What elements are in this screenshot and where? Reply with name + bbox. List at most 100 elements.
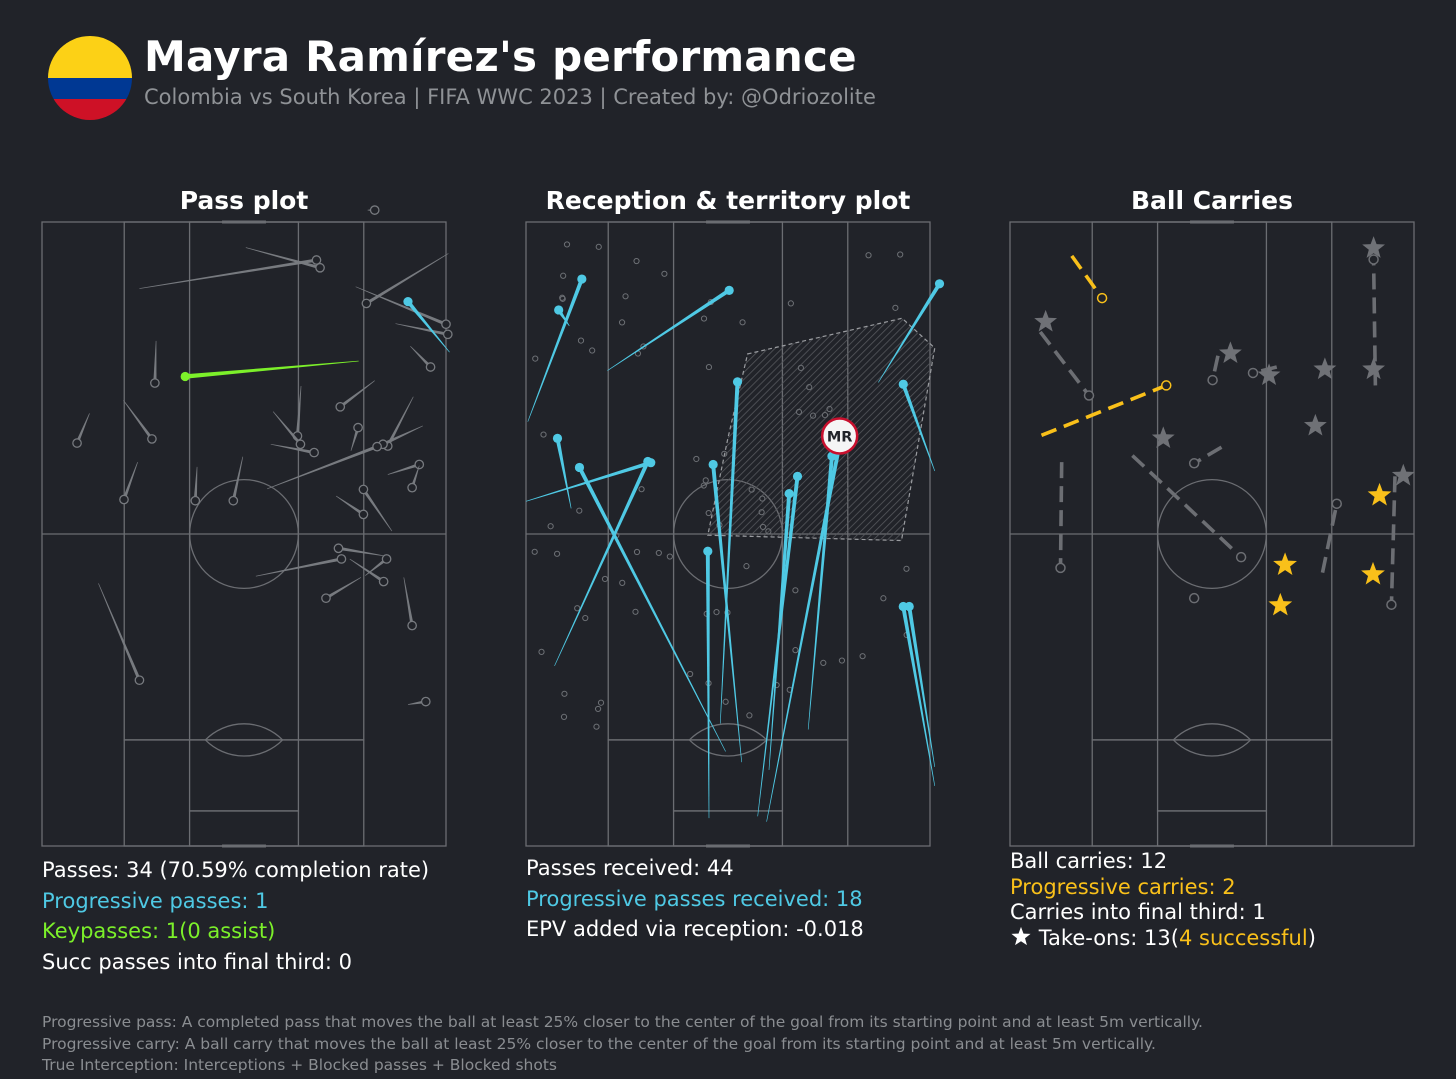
progressive-reception-line <box>719 381 740 724</box>
reception-point <box>597 699 605 706</box>
reception-point <box>702 477 709 484</box>
pass-line-end <box>361 298 372 309</box>
six-yard-box-bottom <box>672 810 784 847</box>
carry-line-end <box>1386 599 1397 610</box>
reception-point <box>820 659 827 667</box>
reception-plot-pitch: MR <box>525 220 945 848</box>
progressive-reception-line <box>901 606 936 787</box>
pass-line <box>272 411 302 446</box>
penalty-arc-bottom <box>688 723 768 741</box>
take-ons-suffix: ) <box>1307 925 1316 950</box>
progressive-reception-line-end <box>784 488 794 499</box>
reception-point <box>748 486 755 493</box>
reception-point <box>638 486 645 493</box>
six-yard-box-bottom <box>188 810 300 847</box>
reception-point <box>563 241 571 248</box>
carry-line <box>1058 462 1064 568</box>
reception-point <box>743 563 750 570</box>
reception-point <box>797 364 804 371</box>
pass-line <box>231 456 244 502</box>
pass-line-end <box>311 255 322 265</box>
reception-point <box>880 595 887 602</box>
keypass-line <box>184 360 359 379</box>
page-subtitle: Colombia vs South Korea | FIFA WWC 2023 … <box>144 85 876 109</box>
reception-point <box>560 713 568 721</box>
progressive-reception-line <box>901 383 936 472</box>
territory-polygon <box>707 317 936 542</box>
penalty-arc-bottom <box>1172 723 1252 741</box>
progressive-reception-line <box>705 551 710 819</box>
penalty-box-top <box>1091 221 1333 741</box>
keypass-line-end <box>180 371 190 382</box>
pass-line <box>365 253 449 305</box>
progressive-reception-line-end <box>732 377 743 387</box>
pass-line <box>153 340 157 384</box>
pass-line-end <box>295 439 306 450</box>
take-on-star-unsuccessful <box>1303 413 1327 436</box>
reception-point <box>746 712 753 719</box>
take-on-star-unsuccessful <box>1313 357 1337 380</box>
passes-received-stat: Passes received: 44 <box>526 856 734 880</box>
reception-point <box>792 647 799 654</box>
carry-line-end <box>1055 562 1066 574</box>
reception-point <box>640 343 647 350</box>
progressive-pass-line <box>406 300 450 353</box>
pass-line <box>350 427 360 451</box>
reception-point <box>532 355 539 362</box>
reception-point <box>705 509 712 517</box>
progressive-reception-line-end <box>898 601 908 612</box>
pass-line <box>382 425 423 446</box>
reception-point <box>559 294 566 301</box>
reception-point <box>618 319 626 326</box>
progressive-reception-line <box>607 288 731 371</box>
reception-plot-title: Reception & territory plot <box>545 186 911 215</box>
reception-point <box>593 723 600 730</box>
pass-line <box>245 247 321 270</box>
star-icon <box>1011 926 1031 945</box>
progressive-reception-line <box>768 493 792 770</box>
reception-point <box>739 319 746 326</box>
penalty-arc-top <box>688 739 768 757</box>
six-yard-box-top <box>188 221 300 812</box>
progressive-carry-line <box>1070 254 1104 300</box>
progressive-carry-definition: Progressive carry: A ball carry that mov… <box>42 1034 1156 1053</box>
reception-point <box>582 614 589 622</box>
pass-line-end <box>353 422 363 433</box>
pass-line-end <box>369 205 380 215</box>
carry-line <box>1389 476 1397 605</box>
take-on-star-unsuccessful <box>1034 309 1058 332</box>
epv-stat: EPV added via reception: -0.018 <box>526 917 864 941</box>
ball-carries-title: Ball Carries <box>1130 186 1294 215</box>
pass-plot-title: Pass plot <box>179 186 309 215</box>
pass-line <box>255 557 342 577</box>
true-interception-definition: True Interception: Interceptions + Block… <box>42 1056 557 1075</box>
progressive-reception-line <box>555 437 572 509</box>
reception-point <box>859 653 866 660</box>
reception-point <box>759 523 767 531</box>
colombia-flag-icon <box>48 36 132 120</box>
pass-line <box>325 577 362 600</box>
reception-point <box>531 548 538 555</box>
pass-line <box>335 495 365 516</box>
pass-line-end <box>358 484 369 495</box>
six-yard-box-top <box>1156 221 1268 812</box>
reception-point <box>619 579 626 586</box>
progressive-pass-line-end <box>403 297 413 307</box>
carry-line <box>1320 503 1339 573</box>
reception-point <box>759 495 766 502</box>
carry-line <box>1371 259 1378 386</box>
pass-line-end <box>425 362 436 372</box>
progressive-reception-line <box>577 466 726 752</box>
progressive-carry-line-end <box>1161 380 1172 391</box>
progressive-reception-line <box>907 606 936 768</box>
reception-point <box>601 575 609 583</box>
reception-stats: Passes received: 44 Progressive passes r… <box>526 853 864 945</box>
progressive-reception-line <box>878 282 942 383</box>
pass-line-end <box>72 438 82 448</box>
reception-point <box>795 408 803 416</box>
pass-line <box>349 558 385 583</box>
reception-point <box>576 507 583 514</box>
carry-line <box>1131 454 1243 559</box>
reception-point <box>560 272 567 279</box>
pass-line <box>139 258 317 289</box>
